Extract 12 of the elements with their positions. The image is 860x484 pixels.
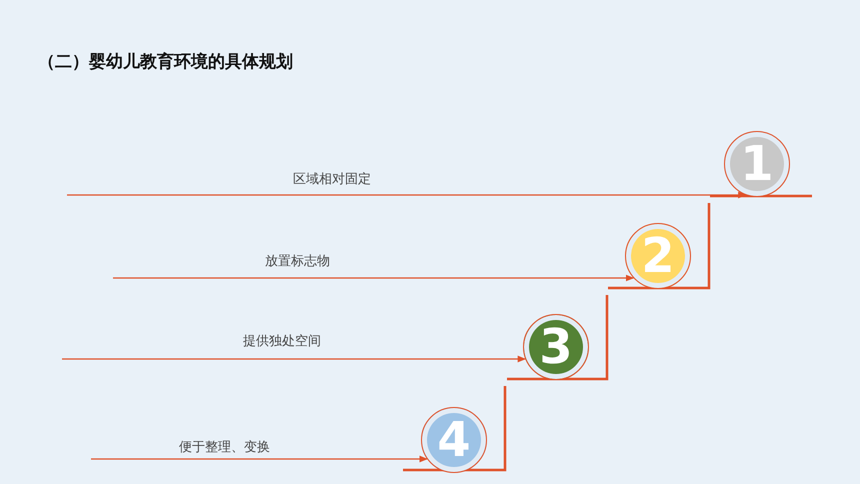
title: （二）婴幼儿教育环境的具体规划 [38,51,293,73]
arrow [113,274,634,282]
arrow [62,356,526,362]
edge-label: 便于整理、变换 [179,439,270,456]
number-circle: 3 [523,314,589,380]
number-circle: 4 [421,407,487,473]
edge-label: 提供独处空间 [243,333,321,350]
number-circle: 2 [625,223,691,289]
edge-label: 区域相对固定 [293,171,371,188]
edge-label: 放置标志物 [265,253,330,270]
arrow [67,192,747,198]
arrow [91,456,428,462]
